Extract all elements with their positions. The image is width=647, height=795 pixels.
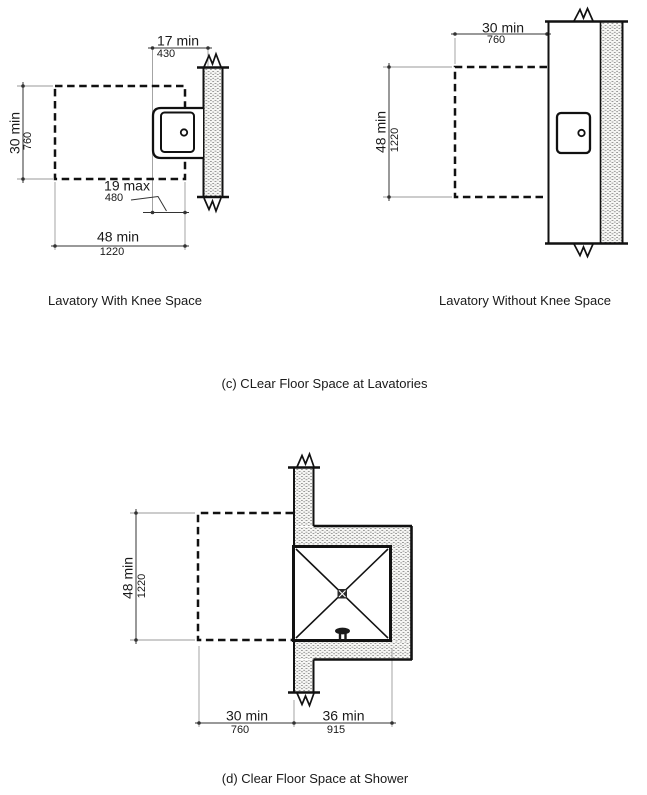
dim-mm-915: 915 <box>326 723 346 736</box>
wall-section <box>197 51 229 214</box>
dim-label-30min: 30 min <box>225 707 269 724</box>
sink-basin <box>160 111 195 153</box>
lavatory-without-knee-space-drawing <box>383 6 628 259</box>
dim-mm-480: 480 <box>104 191 124 204</box>
dim-label-36min: 36 min <box>322 707 365 724</box>
caption-d: (d) Clear Floor Space at Shower <box>221 771 409 787</box>
lavatory-with-knee-space-drawing <box>17 46 229 250</box>
dim-mm-1220: 1220 <box>388 127 401 153</box>
break-symbol-bottom <box>573 243 594 259</box>
drain-icon <box>577 128 586 138</box>
dim-mm-1220: 1220 <box>99 246 125 259</box>
dim-mm-760: 760 <box>486 34 506 47</box>
shower-wall-fill-strip-bottom <box>295 660 313 692</box>
lavatory-fixture <box>151 106 203 160</box>
dim-label-19max: 19 max <box>104 177 150 194</box>
break-symbol-bottom <box>203 197 222 214</box>
shower-wall-fill-strip-top <box>295 468 313 526</box>
dim-mm-1220: 1220 <box>135 573 148 599</box>
shower-wall-fill-bottom-flange <box>295 642 411 659</box>
break-symbol-top <box>296 451 315 468</box>
shower-valve-icon <box>335 627 350 641</box>
shower-drawing <box>130 451 413 727</box>
wall-fill-lav-without-knee <box>601 22 622 243</box>
dim-label-30min: 30 min <box>6 111 23 155</box>
wall-fill-lav-with-knee <box>204 68 222 197</box>
shower-wall-fill-right-flange <box>392 546 411 659</box>
shower-wall-fill-top-flange <box>295 527 411 546</box>
shower-stall <box>292 545 392 642</box>
drain-icon <box>179 128 189 137</box>
subcaption-lavatory-with-knee-space: Lavatory With Knee Space <box>48 293 202 309</box>
shower-drain-icon <box>337 589 347 599</box>
caption-c: (c) CLear Floor Space at Lavatories <box>221 375 428 391</box>
break-symbol-top <box>203 51 222 68</box>
dim-label-30min: 30 min <box>481 19 525 36</box>
dim-mm-430: 430 <box>156 48 176 61</box>
break-symbol-bottom <box>296 692 315 708</box>
sink-basin <box>555 111 592 155</box>
dim-label-48min: 48 min <box>372 110 389 154</box>
lavatory-fixture <box>555 111 592 155</box>
dim-mm-760: 760 <box>21 131 34 151</box>
subcaption-lavatory-without-knee-space: Lavatory Without Knee Space <box>439 293 611 309</box>
dim-label-48min: 48 min <box>119 556 136 600</box>
clear-floor-space-dashed <box>453 65 547 199</box>
dim-label-48min: 48 min <box>96 228 140 245</box>
break-symbol-top <box>573 6 594 22</box>
leader-19max <box>130 195 167 212</box>
dim-mm-760: 760 <box>230 723 250 736</box>
clear-floor-space-dashed <box>196 511 293 642</box>
dim-label-17min: 17 min <box>156 32 200 49</box>
counter-and-wall-section <box>545 6 628 259</box>
